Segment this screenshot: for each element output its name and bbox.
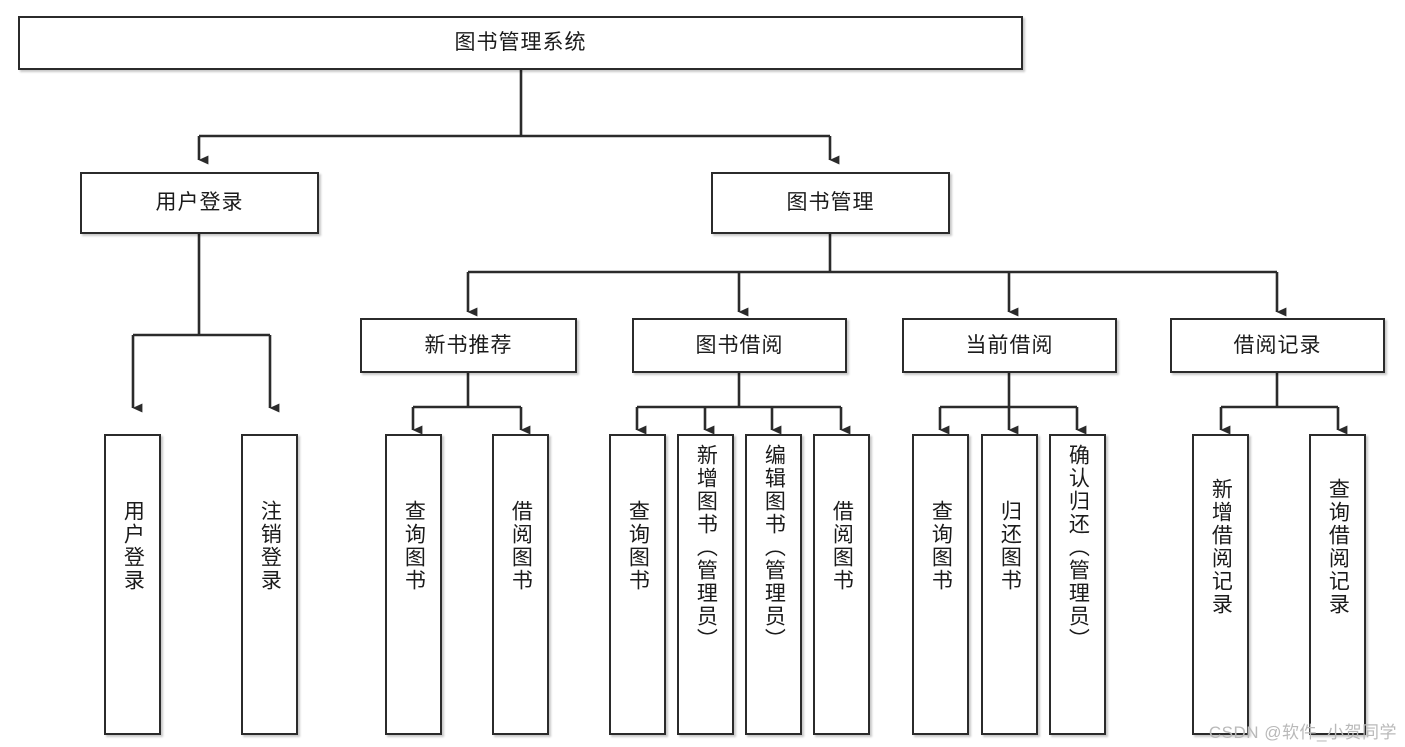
node-label: 图书管理系统 <box>454 31 587 55</box>
leaf-borrow-book-recommend[interactable]: 借阅图书 <box>492 434 549 735</box>
node-label: 查询借阅记录 <box>1326 478 1350 616</box>
leaf-add-book-admin[interactable]: 新增图书（管理员） <box>677 434 734 735</box>
node-label: 图书管理 <box>786 191 875 215</box>
node-label: 查询图书 <box>402 500 426 592</box>
node-label: 新增借阅记录 <box>1209 478 1233 616</box>
leaf-confirm-return-admin[interactable]: 确认归还（管理员） <box>1049 434 1106 735</box>
node-book-borrow[interactable]: 图书借阅 <box>632 318 847 373</box>
node-label: 用户登录 <box>155 191 244 215</box>
leaf-query-borrow-record[interactable]: 查询借阅记录 <box>1309 434 1366 735</box>
node-label: 注销登录 <box>258 500 282 592</box>
leaf-add-borrow-record[interactable]: 新增借阅记录 <box>1192 434 1249 735</box>
watermark-text: CSDN @软件_小贺同学 <box>1208 723 1397 742</box>
node-label: 借阅记录 <box>1233 333 1322 357</box>
node-label: 查询图书 <box>626 500 650 592</box>
leaf-edit-book-admin[interactable]: 编辑图书（管理员） <box>745 434 802 735</box>
node-label: 新增图书（管理员） <box>694 444 718 651</box>
leaf-logout[interactable]: 注销登录 <box>241 434 298 735</box>
node-root-book-management-system[interactable]: 图书管理系统 <box>18 16 1023 70</box>
node-user-login[interactable]: 用户登录 <box>80 172 319 234</box>
leaf-user-login[interactable]: 用户登录 <box>104 434 161 735</box>
node-current-borrow[interactable]: 当前借阅 <box>902 318 1117 373</box>
node-label: 编辑图书（管理员） <box>762 444 786 651</box>
node-borrow-records[interactable]: 借阅记录 <box>1170 318 1385 373</box>
leaf-return-book[interactable]: 归还图书 <box>981 434 1038 735</box>
node-label: 新书推荐 <box>424 333 513 357</box>
node-label: 归还图书 <box>998 500 1022 592</box>
leaf-query-book-current[interactable]: 查询图书 <box>912 434 969 735</box>
node-label: 用户登录 <box>121 500 145 592</box>
node-label: 借阅图书 <box>509 500 533 592</box>
node-label: 查询图书 <box>929 500 953 592</box>
leaf-borrow-book[interactable]: 借阅图书 <box>813 434 870 735</box>
node-label: 借阅图书 <box>830 500 854 592</box>
node-label: 当前借阅 <box>965 333 1054 357</box>
leaf-query-book-borrow[interactable]: 查询图书 <box>609 434 666 735</box>
node-book-management[interactable]: 图书管理 <box>711 172 950 234</box>
node-label: 确认归还（管理员） <box>1066 444 1090 651</box>
node-label: 图书借阅 <box>695 333 784 357</box>
node-new-book-recommend[interactable]: 新书推荐 <box>360 318 577 373</box>
leaf-query-book-recommend[interactable]: 查询图书 <box>385 434 442 735</box>
